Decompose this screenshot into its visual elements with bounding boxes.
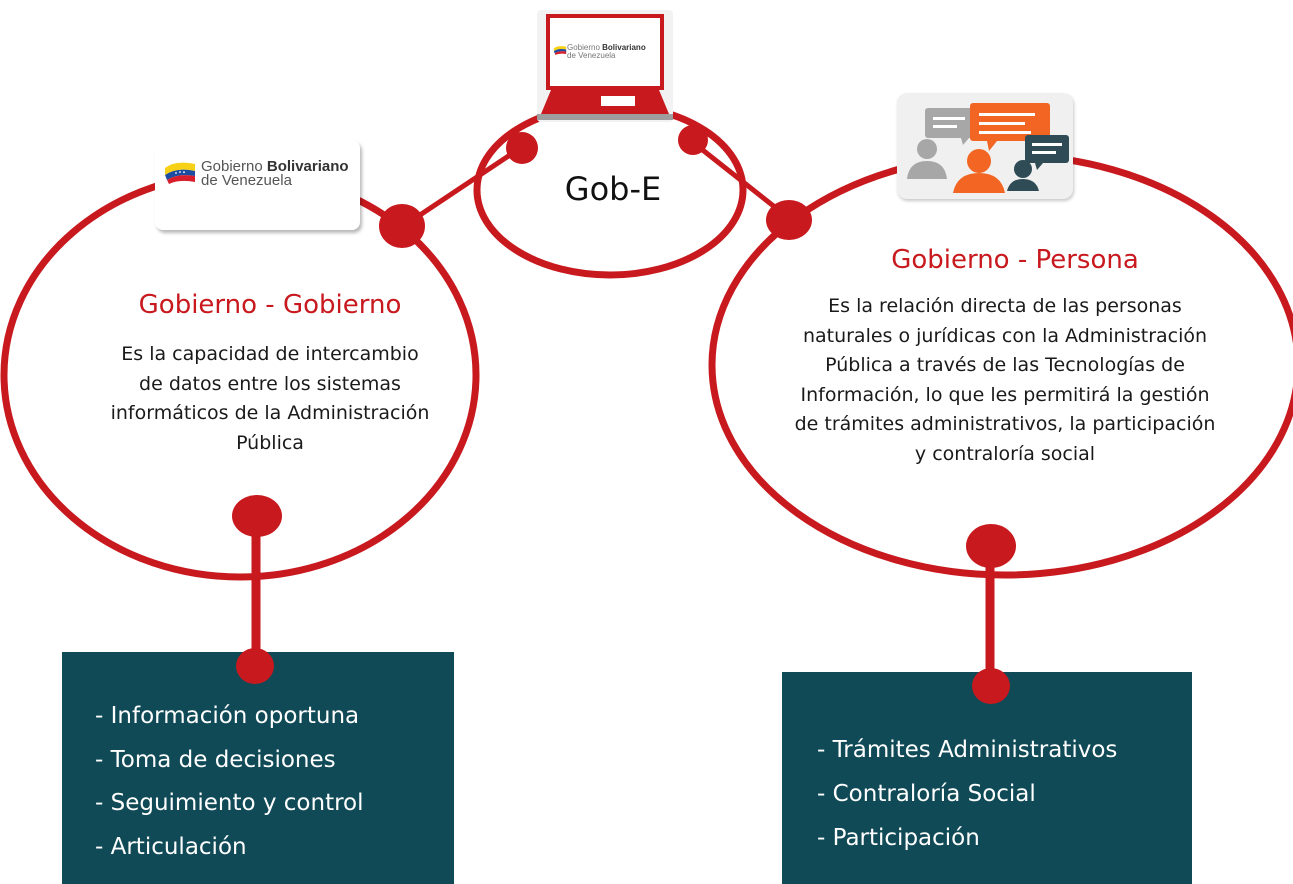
connector-dot — [379, 204, 425, 248]
laptop-icon: Gobierno Bolivariano de Venezuela — [535, 10, 675, 122]
benefits-list: - Información oportuna - Toma de decisio… — [95, 695, 364, 869]
description-line: Es la relación directa de las personas — [828, 295, 1182, 317]
gobierno-gobierno-benefits-box: - Información oportuna - Toma de decisio… — [62, 652, 454, 884]
gobierno-logo-text: Gobierno Bolivariano de Venezuela — [201, 158, 349, 189]
gobierno-persona-title: Gobierno - Persona — [891, 245, 1139, 275]
benefit-item: - Seguimiento y control — [95, 790, 364, 816]
description-line: Pública — [236, 431, 304, 454]
description-line: de trámites administrativos, la particip… — [794, 413, 1216, 435]
description-line: informáticos de la Administración — [110, 402, 430, 424]
connector-dot — [232, 495, 282, 537]
gobierno-persona-description: Es la relación directa de las personas n… — [755, 292, 1255, 469]
description-line: Es la capacidad de intercambio — [121, 343, 419, 365]
connector-dot — [506, 132, 538, 164]
gobierno-logo-card: Gobierno Bolivariano de Venezuela — [155, 140, 360, 230]
connector-dot — [678, 125, 708, 155]
description-line: Información, lo que les permitirá la ges… — [800, 383, 1210, 406]
venezuela-flag-icon — [553, 46, 567, 55]
benefit-item: - Trámites Administrativos — [817, 737, 1118, 763]
connector-dot — [766, 200, 812, 240]
description-line: Pública a través de las Tecnologías de — [825, 354, 1185, 376]
gobierno-gobierno-description: Es la capacidad de intercambio de datos … — [60, 340, 480, 458]
connector-dot — [972, 668, 1010, 704]
chat-people-icon-card — [897, 93, 1073, 199]
description-line: y contraloría social — [914, 442, 1096, 465]
gob-e-label: Gob-E — [564, 170, 662, 208]
description-line: naturales o jurídicas con la Administrac… — [802, 324, 1208, 347]
benefit-item: - Contraloría Social — [817, 781, 1036, 807]
benefit-item: - Participación — [817, 825, 980, 851]
connector-dot — [966, 524, 1016, 568]
gobierno-persona-benefits-box: - Trámites Administrativos - Contraloría… — [782, 672, 1192, 884]
benefit-item: - Toma de decisiones — [95, 746, 336, 773]
gobierno-gobierno-title: Gobierno - Gobierno — [138, 290, 402, 320]
benefit-item: - Información oportuna — [95, 703, 360, 729]
chat-people-icon — [907, 103, 1069, 193]
description-line: de datos entre los sistemas — [139, 372, 401, 395]
connector-dot — [236, 648, 274, 684]
benefits-list: - Trámites Administrativos - Contraloría… — [817, 728, 1117, 860]
benefit-item: - Articulación — [95, 833, 247, 860]
connector-left-center — [403, 144, 524, 228]
laptop-logo-text: Gobierno Bolivariano de Venezuela — [567, 43, 646, 60]
venezuela-flag-icon — [165, 162, 195, 184]
